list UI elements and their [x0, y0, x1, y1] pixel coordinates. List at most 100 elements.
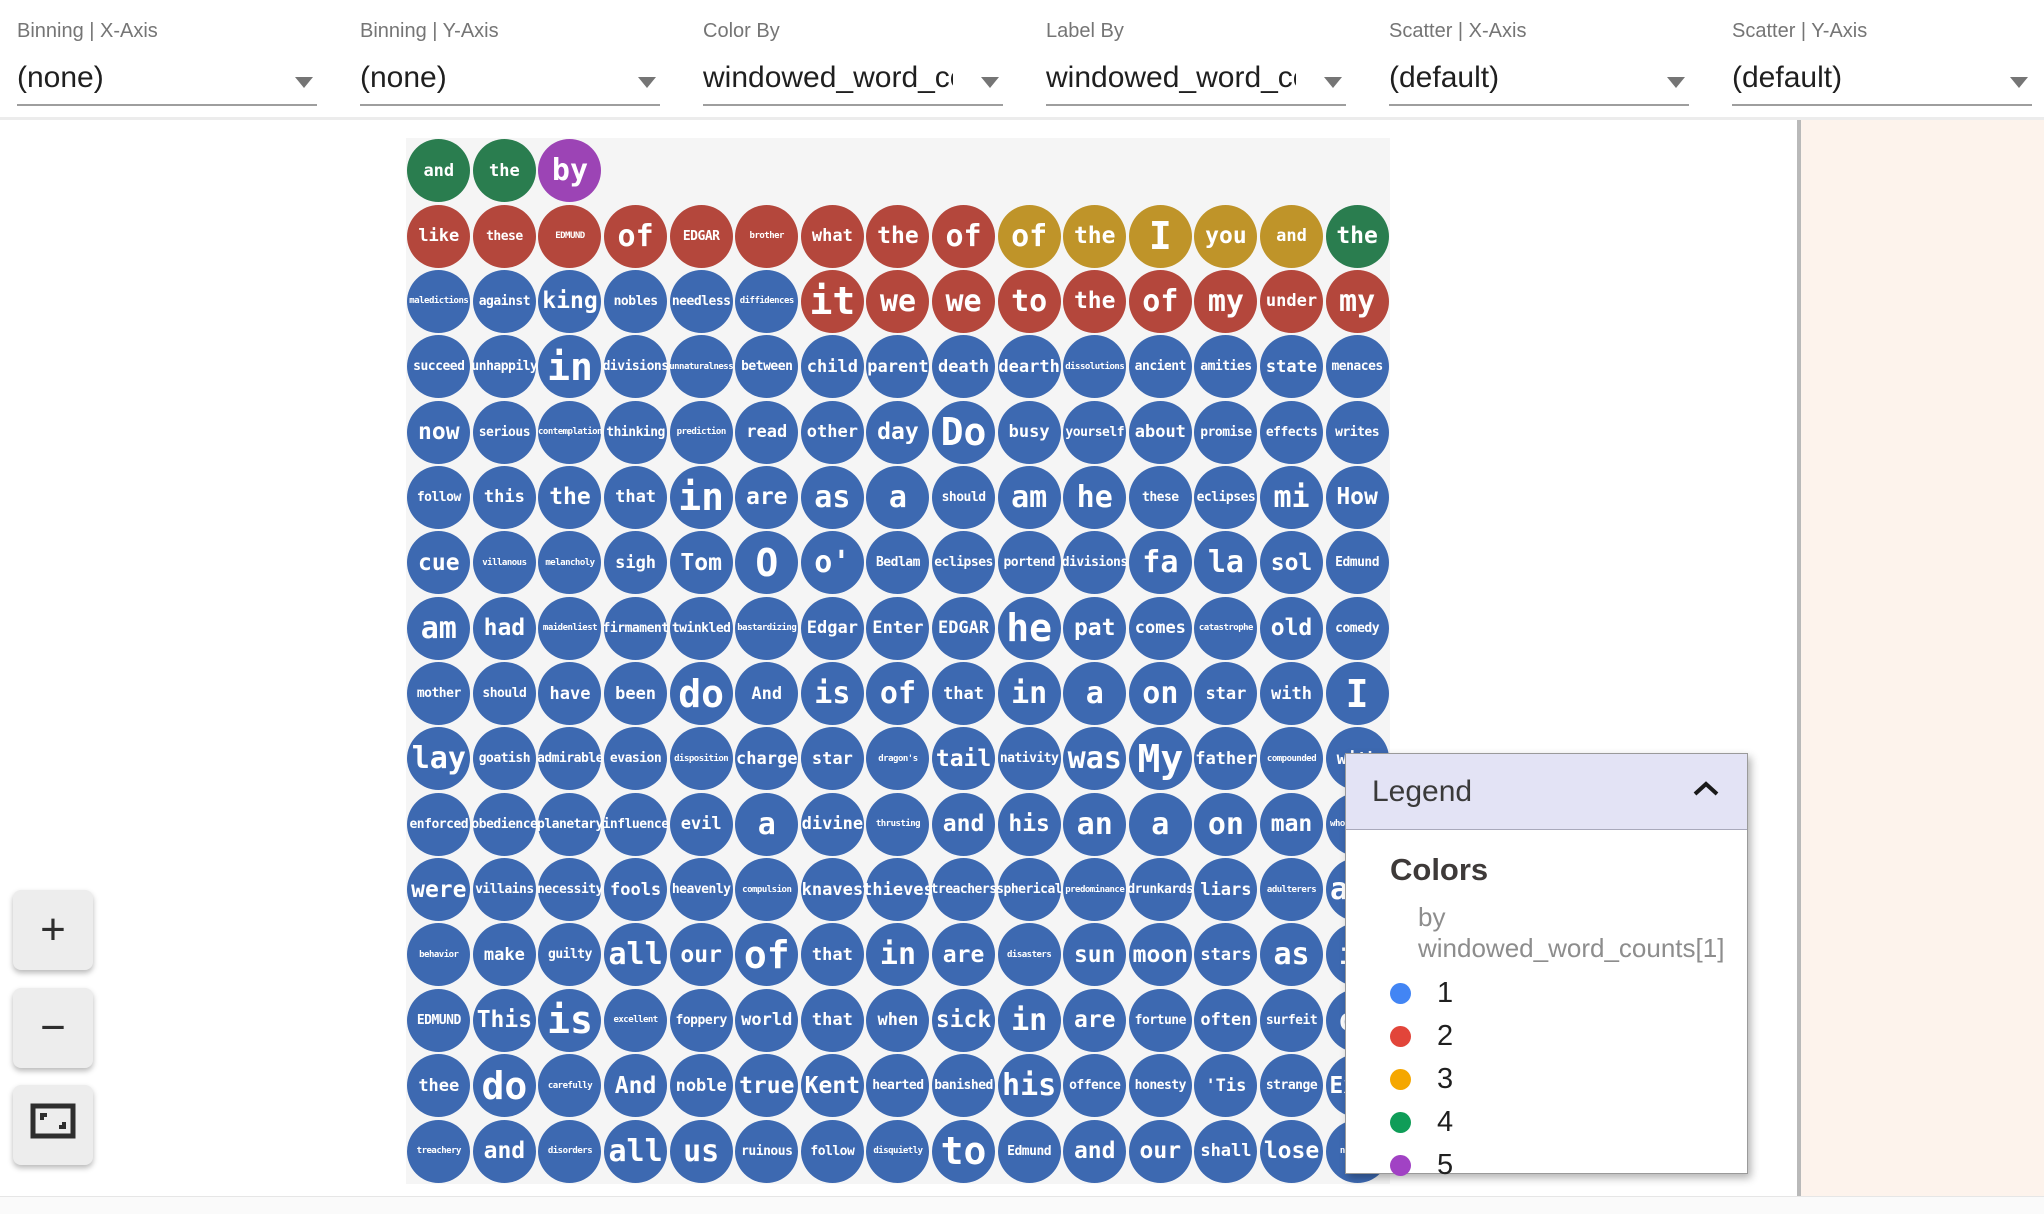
word-bubble[interactable]: the [1325, 204, 1389, 268]
word-bubble[interactable]: in [997, 988, 1061, 1052]
word-bubble[interactable]: the [866, 204, 930, 268]
word-bubble[interactable]: treachers [931, 858, 997, 922]
word-bubble[interactable]: knaves [800, 858, 864, 922]
word-bubble[interactable]: bastardizing [735, 596, 799, 660]
word-bubble[interactable]: noble [669, 1054, 733, 1118]
word-bubble[interactable]: and [472, 1119, 536, 1183]
word-bubble[interactable]: world [735, 988, 799, 1052]
word-bubble[interactable]: Bedlam [866, 531, 930, 595]
word-bubble[interactable]: follow [800, 1119, 864, 1183]
word-bubble[interactable]: evasion [604, 727, 668, 791]
word-bubble[interactable]: promise [1194, 400, 1258, 464]
binning-y-axis-select[interactable]: Binning | Y-Axis (none) [360, 20, 660, 106]
word-bubble[interactable]: that [932, 662, 996, 726]
word-bubble[interactable]: divisions [603, 335, 669, 399]
word-bubble[interactable]: am [997, 465, 1061, 529]
word-bubble[interactable]: stars [1194, 923, 1258, 987]
chevron-up-icon[interactable] [1691, 780, 1721, 803]
legend-header[interactable]: Legend [1346, 754, 1747, 830]
word-bubble[interactable]: busy [997, 400, 1061, 464]
word-bubble[interactable]: us [669, 1119, 733, 1183]
word-bubble[interactable]: compounded [1260, 727, 1324, 791]
word-bubble[interactable]: comes [1128, 596, 1192, 660]
word-bubble[interactable]: divisions [1062, 531, 1128, 595]
word-bubble[interactable]: mi [1260, 465, 1324, 529]
word-bubble[interactable]: state [1260, 335, 1324, 399]
word-bubble[interactable]: effects [1260, 400, 1324, 464]
word-bubble[interactable]: fortune [1128, 988, 1192, 1052]
word-bubble[interactable]: like [407, 204, 471, 268]
word-bubble[interactable]: you [1194, 204, 1258, 268]
word-bubble[interactable]: our [1128, 1119, 1192, 1183]
word-bubble[interactable]: obedience [471, 792, 538, 856]
word-bubble[interactable]: is [538, 988, 602, 1052]
word-bubble[interactable]: man [1260, 792, 1324, 856]
word-bubble[interactable]: influence [603, 792, 669, 856]
word-bubble[interactable]: parent [866, 335, 930, 399]
word-bubble[interactable]: thieves [862, 858, 934, 922]
word-bubble[interactable]: needless [669, 269, 733, 333]
word-bubble[interactable]: and [1063, 1119, 1127, 1183]
word-bubble[interactable]: it [800, 269, 864, 333]
word-bubble[interactable]: sigh [604, 531, 668, 595]
word-bubble[interactable]: often [1194, 988, 1258, 1052]
word-bubble[interactable]: father [1194, 727, 1258, 791]
word-bubble[interactable]: predominance [1063, 858, 1127, 922]
word-bubble[interactable]: disasters [997, 923, 1061, 987]
word-bubble[interactable]: hearted [866, 1054, 930, 1118]
word-bubble[interactable]: My [1128, 727, 1192, 791]
dropdown-arrow-icon[interactable] [638, 77, 656, 88]
word-bubble[interactable]: maidenliest [538, 596, 602, 660]
word-bubble[interactable]: is [800, 662, 864, 726]
word-bubble[interactable]: sick [932, 988, 996, 1052]
word-bubble[interactable]: charge [735, 727, 799, 791]
word-bubble[interactable]: This [472, 988, 536, 1052]
dropdown-arrow-icon[interactable] [2010, 77, 2028, 88]
word-bubble[interactable]: unhappily [471, 335, 538, 399]
word-bubble[interactable]: have [538, 662, 602, 726]
word-bubble[interactable]: Do [932, 400, 996, 464]
word-bubble[interactable]: Edmund [1325, 531, 1389, 595]
word-bubble[interactable]: am [407, 596, 471, 660]
word-bubble[interactable]: to [932, 1119, 996, 1183]
word-bubble[interactable]: were [407, 858, 471, 922]
word-bubble[interactable]: fa [1128, 531, 1192, 595]
word-bubble[interactable]: twinkled [669, 596, 733, 660]
word-bubble[interactable]: star [1194, 662, 1258, 726]
word-bubble[interactable]: was [1063, 727, 1127, 791]
word-bubble[interactable]: And [735, 662, 799, 726]
word-bubble[interactable]: dearth [997, 335, 1061, 399]
word-bubble[interactable]: dragon's [866, 727, 930, 791]
word-bubble[interactable]: of [932, 204, 996, 268]
word-bubble[interactable]: banished [932, 1054, 996, 1118]
word-bubble[interactable]: disposition [669, 727, 733, 791]
word-bubble[interactable]: true [735, 1054, 799, 1118]
word-bubble[interactable]: pat [1063, 596, 1127, 660]
scatter-x-axis-select[interactable]: Scatter | X-Axis (default) [1389, 20, 1689, 106]
word-bubble[interactable]: How [1325, 465, 1389, 529]
word-bubble[interactable]: firmament [603, 596, 669, 660]
word-bubble[interactable]: contemplation [538, 400, 602, 464]
word-bubble[interactable]: EDGAR [932, 596, 996, 660]
word-bubble[interactable]: enforced [407, 792, 471, 856]
word-bubble[interactable]: Enter [866, 596, 930, 660]
word-bubble[interactable]: our [669, 923, 733, 987]
word-bubble[interactable]: serious [472, 400, 536, 464]
word-bubble[interactable]: heavenly [669, 858, 733, 922]
word-bubble[interactable]: other [800, 400, 864, 464]
word-bubble[interactable]: of [604, 204, 668, 268]
word-bubble[interactable]: brother [735, 204, 799, 268]
word-bubble[interactable]: are [932, 923, 996, 987]
word-bubble[interactable]: treachery [407, 1119, 471, 1183]
word-bubble[interactable]: moon [1128, 923, 1192, 987]
word-bubble[interactable]: read [735, 400, 799, 464]
word-bubble[interactable]: do [669, 662, 733, 726]
word-bubble[interactable]: against [472, 269, 536, 333]
word-bubble[interactable]: cue [407, 531, 471, 595]
word-bubble[interactable]: thinking [604, 400, 668, 464]
word-bubble[interactable]: disorders [538, 1119, 602, 1183]
word-bubble[interactable]: diffidences [735, 269, 799, 333]
word-bubble[interactable]: my [1194, 269, 1258, 333]
word-bubble[interactable]: eclipses [932, 531, 996, 595]
word-bubble[interactable]: villains [472, 858, 536, 922]
